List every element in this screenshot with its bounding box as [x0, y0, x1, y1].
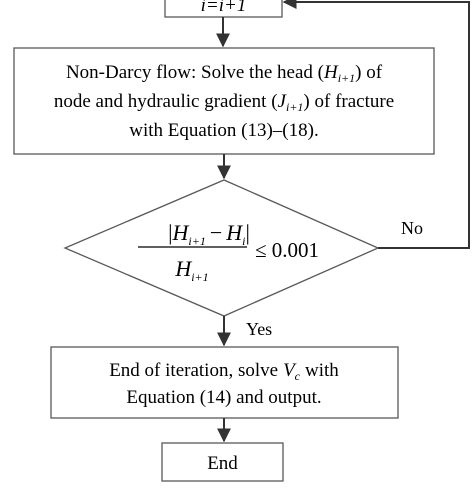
increment-text: i=i+1 [201, 0, 247, 16]
no-loop-line [282, 0, 470, 249]
end-box: End [161, 442, 284, 482]
yes-label: Yes [246, 319, 272, 339]
decision-denominator: Hi+1 [174, 256, 208, 284]
non-darcy-line1: Non-Darcy flow: Solve the head (Hi+1) of [66, 62, 383, 85]
non-darcy-line2: node and hydraulic gradient (Ji+1) of fr… [54, 91, 394, 114]
decision-threshold: ≤ 0.001 [255, 238, 319, 262]
increment-box: i=i+1 [164, 0, 283, 18]
convergence-decision: |Hi+1−Hi| Hi+1 ≤ 0.001 [63, 179, 380, 317]
non-darcy-line3: with Equation (13)–(18). [129, 120, 318, 141]
end-text: End [207, 453, 238, 474]
non-darcy-box: Non-Darcy flow: Solve the head (Hi+1) of… [13, 47, 435, 155]
decision-numerator: |Hi+1−Hi| [168, 220, 250, 248]
no-label: No [401, 218, 423, 238]
end-iteration-line2: Equation (14) and output. [126, 387, 321, 408]
